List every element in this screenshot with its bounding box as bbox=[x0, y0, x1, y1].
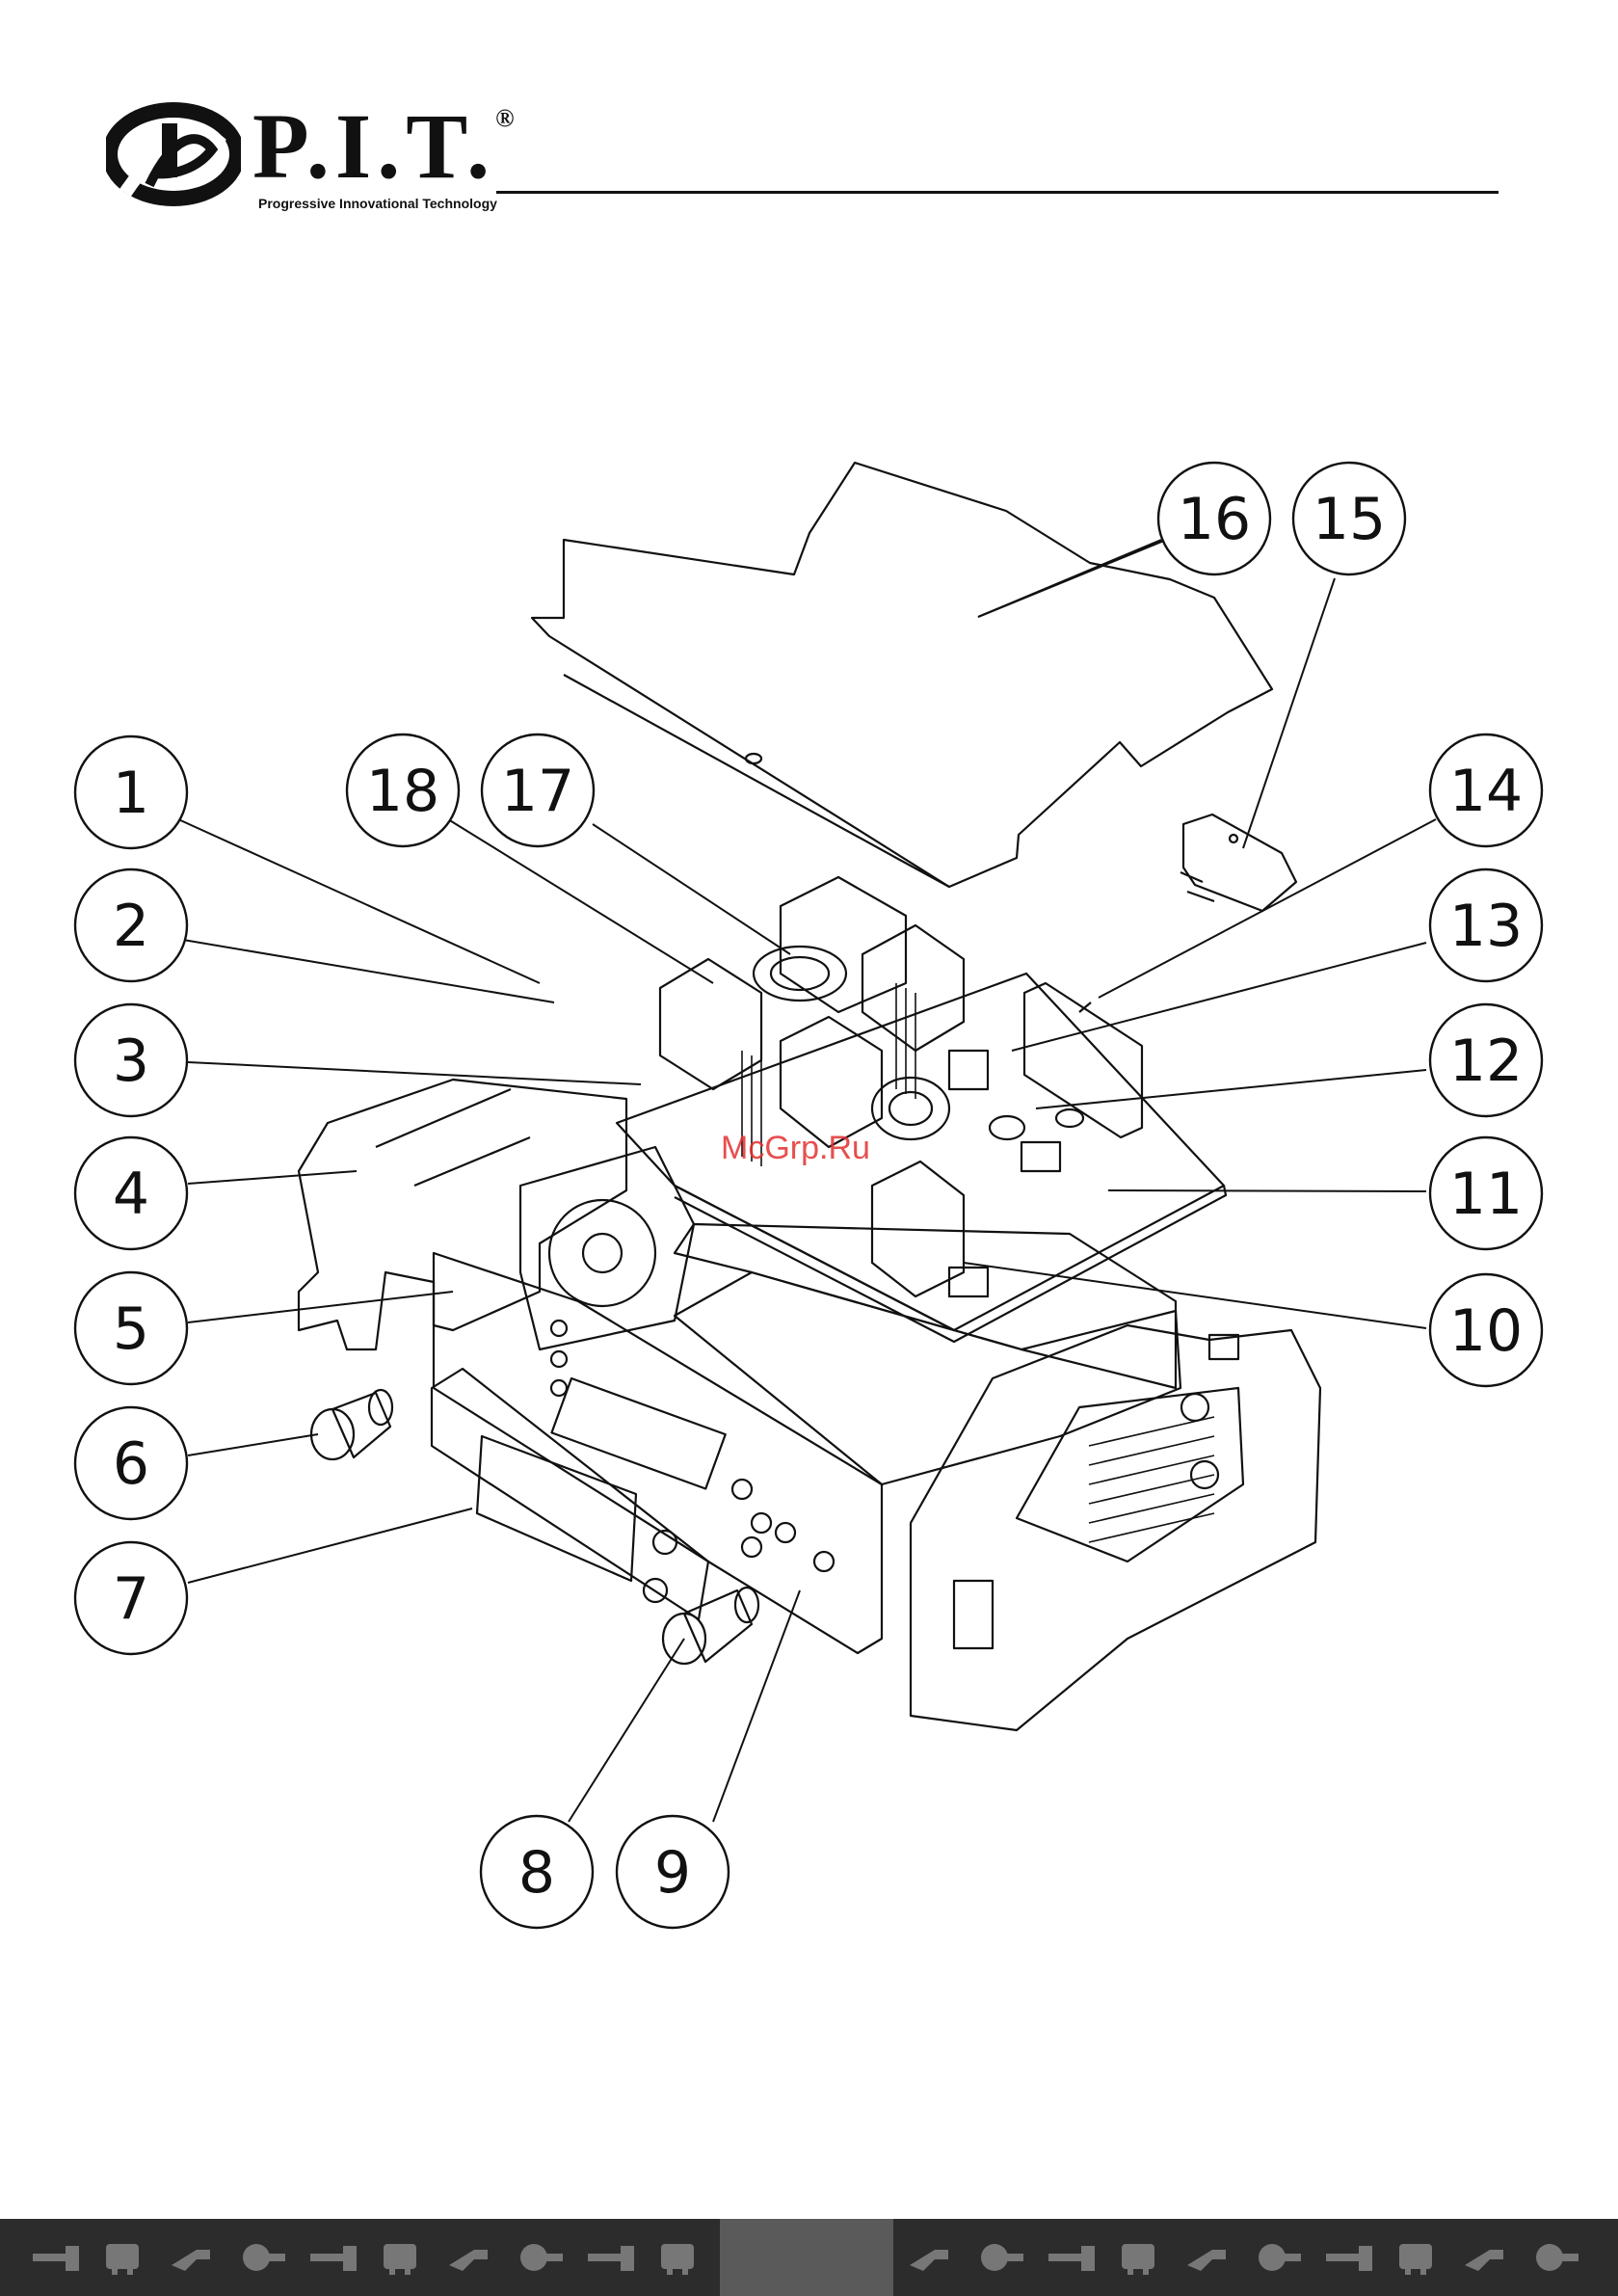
svg-text:7: 7 bbox=[113, 1565, 149, 1633]
svg-text:5: 5 bbox=[113, 1295, 149, 1363]
callout-9: 9 bbox=[617, 1816, 729, 1928]
tool-icon bbox=[237, 2236, 295, 2277]
watermark-text: McGrp.Ru bbox=[721, 1130, 870, 1167]
callout-15: 15 bbox=[1293, 463, 1405, 574]
tool-icon bbox=[445, 2236, 503, 2277]
leader-lines bbox=[178, 540, 1436, 1822]
tool-icon bbox=[906, 2236, 964, 2277]
control-panel bbox=[432, 1369, 708, 1619]
callout-2: 2 bbox=[75, 869, 187, 981]
svg-text:17: 17 bbox=[501, 758, 574, 825]
svg-text:14: 14 bbox=[1449, 758, 1523, 825]
tool-icon bbox=[584, 2236, 642, 2277]
svg-text:3: 3 bbox=[113, 1028, 149, 1095]
tool-icon bbox=[376, 2236, 434, 2277]
tool-icon bbox=[1045, 2236, 1102, 2277]
tool-icon bbox=[168, 2236, 225, 2277]
svg-text:11: 11 bbox=[1449, 1161, 1523, 1228]
tool-icon bbox=[1461, 2236, 1519, 2277]
side-housing bbox=[911, 1325, 1320, 1730]
svg-text:18: 18 bbox=[366, 758, 439, 825]
exploded-view-diagram: 1 2 3 4 5 6 7 8 9 10 11 12 13 14 15 16 1… bbox=[0, 0, 1618, 2217]
footer-band bbox=[0, 2219, 1618, 2296]
tool-icon bbox=[98, 2236, 156, 2277]
callout-11: 11 bbox=[1430, 1137, 1542, 1249]
svg-text:6: 6 bbox=[113, 1430, 149, 1498]
svg-text:2: 2 bbox=[113, 893, 149, 960]
tool-icon bbox=[1322, 2236, 1380, 2277]
callout-17: 17 bbox=[482, 734, 594, 846]
svg-text:8: 8 bbox=[518, 1839, 555, 1907]
back-panel bbox=[675, 1224, 1176, 1388]
tool-icon bbox=[653, 2236, 711, 2277]
tool-icon bbox=[515, 2236, 572, 2277]
output-terminal-left bbox=[311, 1390, 392, 1459]
callout-1: 1 bbox=[75, 736, 187, 848]
callout-3: 3 bbox=[75, 1004, 187, 1116]
callout-8: 8 bbox=[481, 1816, 593, 1928]
tool-icon bbox=[29, 2236, 87, 2277]
callout-14: 14 bbox=[1430, 734, 1542, 846]
callout-18: 18 bbox=[347, 734, 459, 846]
callout-5: 5 bbox=[75, 1272, 187, 1384]
tool-icon bbox=[1114, 2236, 1172, 2277]
svg-text:16: 16 bbox=[1178, 486, 1251, 553]
tool-icon bbox=[1253, 2236, 1311, 2277]
page-number-tab bbox=[720, 2219, 893, 2296]
callout-circles: 1 2 3 4 5 6 7 8 9 10 11 12 13 14 15 16 1… bbox=[75, 463, 1542, 1928]
svg-text:10: 10 bbox=[1449, 1297, 1523, 1365]
svg-text:1: 1 bbox=[113, 760, 149, 827]
tool-icon bbox=[1183, 2236, 1241, 2277]
svg-text:4: 4 bbox=[113, 1161, 149, 1228]
tool-icon bbox=[975, 2236, 1033, 2277]
callout-13: 13 bbox=[1430, 869, 1542, 981]
pcb-components bbox=[872, 1051, 1083, 1296]
callout-12: 12 bbox=[1430, 1004, 1542, 1116]
power-switch bbox=[1180, 814, 1296, 911]
control-board bbox=[1024, 983, 1142, 1137]
tool-icon bbox=[1530, 2236, 1588, 2277]
callout-7: 7 bbox=[75, 1542, 187, 1654]
svg-text:9: 9 bbox=[654, 1839, 691, 1907]
tool-icon bbox=[306, 2236, 364, 2277]
svg-text:15: 15 bbox=[1313, 486, 1386, 553]
svg-text:13: 13 bbox=[1449, 893, 1523, 960]
callout-16: 16 bbox=[1158, 463, 1270, 574]
callout-10: 10 bbox=[1430, 1274, 1542, 1386]
svg-text:12: 12 bbox=[1449, 1028, 1523, 1095]
rear-frame bbox=[299, 1080, 626, 1349]
callout-4: 4 bbox=[75, 1137, 187, 1249]
output-terminal-right bbox=[663, 1588, 758, 1664]
tool-icon bbox=[1392, 2236, 1449, 2277]
front-panel bbox=[434, 1253, 1180, 1653]
callout-6: 6 bbox=[75, 1407, 187, 1519]
